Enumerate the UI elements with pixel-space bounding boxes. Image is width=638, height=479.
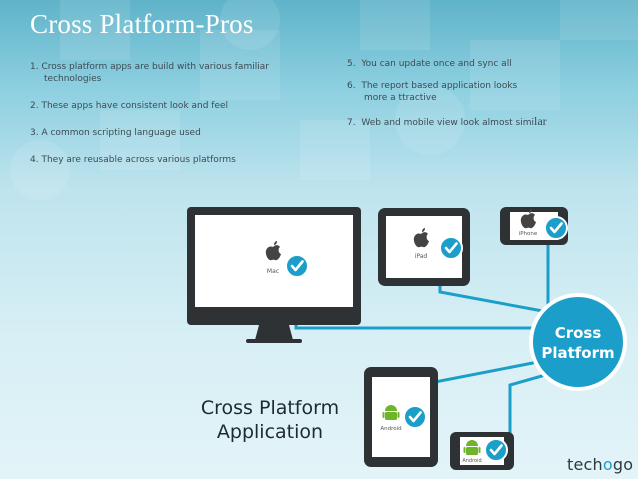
android-tablet-label: Android bbox=[380, 426, 401, 432]
iphone-label: iPhone bbox=[519, 231, 538, 237]
check-icon bbox=[402, 404, 428, 430]
item-text-cont: technologies bbox=[44, 74, 102, 84]
list-item: 4. They are reusable across various plat… bbox=[30, 154, 320, 166]
techogo-logo: techogo bbox=[567, 455, 633, 474]
ipad: iPad bbox=[378, 208, 470, 286]
item-number: 7. bbox=[347, 118, 356, 128]
item-text: You can update once and sync all bbox=[361, 59, 512, 69]
android-phone-label: Android bbox=[462, 458, 481, 464]
logo-text: tech bbox=[567, 455, 603, 474]
item-number: 3. bbox=[30, 128, 39, 138]
slide-title: Cross Platform-Pros bbox=[30, 9, 254, 39]
item-number: 2. bbox=[30, 101, 39, 111]
application-title-line1: Cross Platform bbox=[200, 397, 340, 419]
android-tablet: Android bbox=[364, 367, 438, 467]
list-item: 2. These apps have consistent look and f… bbox=[30, 100, 320, 112]
check-icon bbox=[483, 437, 509, 463]
list-item: 3. A common scripting language used bbox=[30, 127, 320, 139]
item-text: The report based application looks bbox=[361, 81, 518, 91]
item-text: These apps have consistent look and feel bbox=[41, 101, 229, 111]
item-text: Web and mobile view look almost simi bbox=[361, 118, 534, 128]
item-text-cont: more a ttractive bbox=[364, 93, 437, 103]
android-phone: Android bbox=[450, 432, 514, 470]
item-text-tail: lar bbox=[534, 114, 547, 128]
list-item: 1. Cross platform apps are build with va… bbox=[30, 61, 320, 85]
mac-label: Mac bbox=[267, 268, 279, 275]
check-icon bbox=[284, 253, 310, 279]
item-number: 5. bbox=[347, 59, 356, 69]
left-list: 1. Cross platform apps are build with va… bbox=[30, 61, 320, 181]
item-number: 1. bbox=[30, 62, 39, 72]
list-item: 6. The report based application looks mo… bbox=[347, 80, 577, 104]
item-number: 6. bbox=[347, 81, 356, 91]
right-list: 5. You can update once and sync all 6. T… bbox=[347, 58, 577, 144]
item-text: They are reusable across various platfor… bbox=[41, 155, 236, 165]
background-pattern bbox=[10, 0, 638, 200]
cross-platform-hub: Cross Platform bbox=[529, 293, 627, 391]
list-item: 5. You can update once and sync all bbox=[347, 58, 577, 70]
mac-monitor: Mac bbox=[187, 207, 361, 343]
ipad-label: iPad bbox=[415, 253, 428, 260]
item-text: Cross platform apps are build with vario… bbox=[41, 62, 269, 72]
logo-text: go bbox=[612, 455, 634, 474]
iphone: iPhone bbox=[500, 207, 569, 245]
hub-label-line1: Cross bbox=[555, 324, 602, 342]
list-item: 7. Web and mobile view look almost simil… bbox=[347, 115, 577, 129]
application-title-line2: Application bbox=[216, 421, 324, 443]
item-number: 4. bbox=[30, 155, 39, 165]
hub-label-line2: Platform bbox=[541, 344, 614, 362]
check-icon bbox=[543, 215, 569, 241]
logo-text: o bbox=[602, 455, 613, 474]
application-title: Cross Platform Application bbox=[180, 396, 360, 444]
check-icon bbox=[438, 235, 464, 261]
item-text: A common scripting language used bbox=[41, 128, 201, 138]
